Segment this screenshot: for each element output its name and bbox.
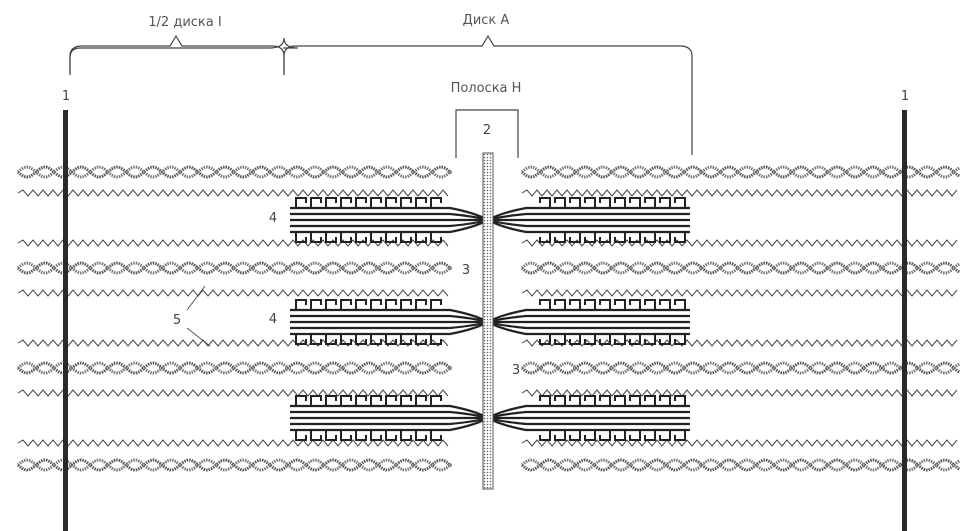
thin-filament-top-number: 3: [462, 263, 470, 278]
actin-filament-left-3: [18, 363, 452, 373]
titin-left-3: [18, 290, 448, 296]
m-line: [483, 153, 493, 489]
h-zone-label: Полоска Н: [451, 81, 522, 96]
actin-filament-left-4: [18, 460, 452, 470]
actin-filament-right-2: [522, 263, 960, 273]
titin-right-1: [522, 190, 957, 196]
actin-filament-left-1: [18, 167, 452, 177]
titin-left-6: [18, 440, 448, 446]
a-band-label: Диск А: [463, 13, 510, 28]
titin-number: 5: [173, 313, 181, 328]
z-line-left-number: 1: [62, 89, 70, 104]
titin-leader-upper: [187, 286, 205, 310]
m-line-number: 2: [483, 123, 491, 138]
z-line-right-number: 1: [901, 89, 909, 104]
i-band-bracket-line: [70, 36, 284, 75]
actin-filament-left-2: [18, 263, 452, 273]
z-line-left: [63, 110, 68, 531]
actin-filament-right-4: [522, 460, 960, 470]
thick-filament-mid-number: 4: [269, 312, 277, 327]
thick-filament-top-number: 4: [269, 211, 277, 226]
titin-left-5: [18, 390, 448, 396]
titin-left-4: [18, 340, 448, 346]
half-i-band-label: 1/2 диска I: [148, 15, 221, 30]
thin-filament-mid-number: 3: [512, 363, 520, 378]
half-i-band-bracket: [70, 38, 298, 75]
titin-left-2: [18, 240, 448, 246]
titin-left-1: [18, 190, 448, 196]
actin-filament-right-1: [522, 167, 960, 177]
actin-filament-right-3: [522, 363, 960, 373]
titin-right-3: [522, 290, 957, 296]
z-line-right: [902, 110, 907, 531]
